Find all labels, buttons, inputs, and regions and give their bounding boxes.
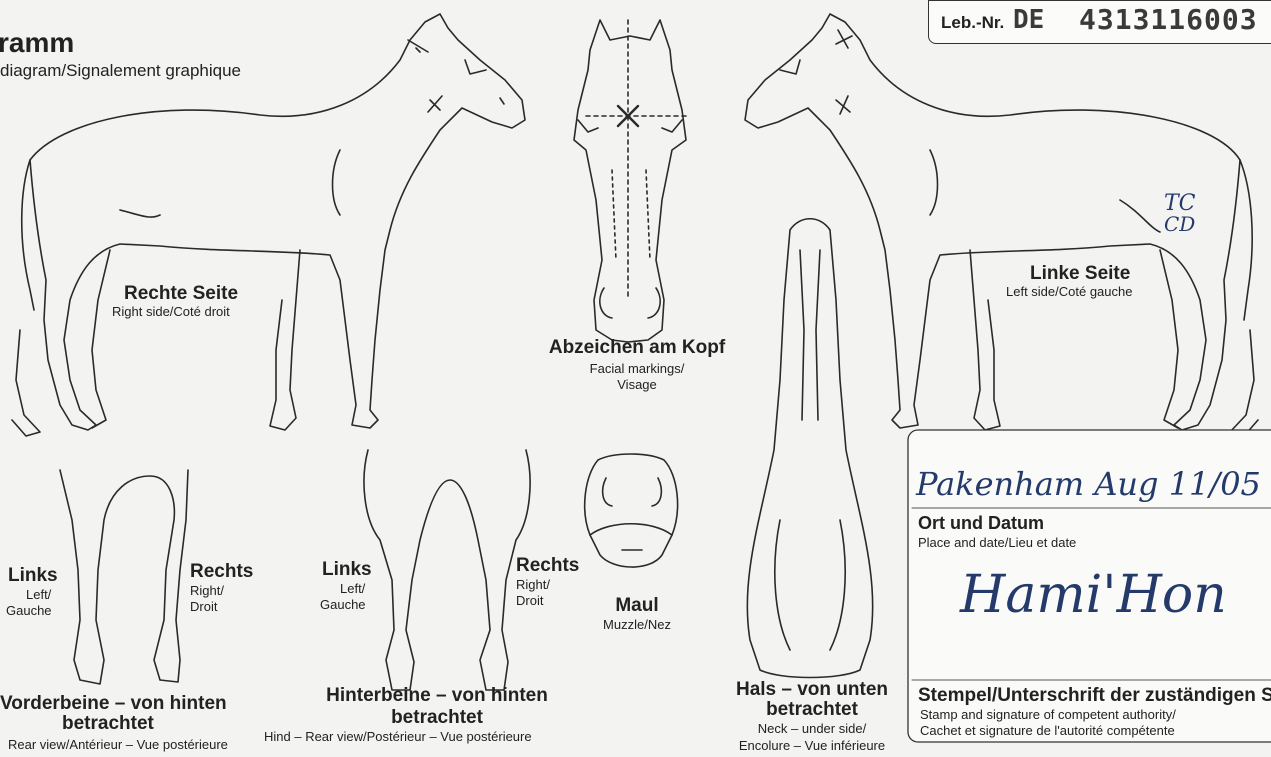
stamp-label: Stempel/Unterschrift der zuständigen S xyxy=(918,686,1271,706)
neck-subtitle-2: Encolure – Vue inférieure xyxy=(739,739,885,753)
left-side-initials-2: CD xyxy=(1164,214,1195,235)
front-legs-rear-outline xyxy=(60,470,188,684)
muzzle-outline xyxy=(585,454,678,567)
head-subtitle-2: Visage xyxy=(617,378,657,392)
front-legs-rechts-title: Rechts xyxy=(190,562,253,582)
stamp-sublabel-1: Stamp and signature of competent authori… xyxy=(920,708,1176,722)
signature: Hami'Hon xyxy=(960,568,1227,623)
muzzle-subtitle: Muzzle/Nez xyxy=(603,618,671,632)
front-legs-title-2: betrachtet xyxy=(62,714,154,734)
muzzle-title: Maul xyxy=(615,596,658,616)
hind-legs-title-2: betrachtet xyxy=(391,708,483,728)
hind-legs-rear-outline xyxy=(364,450,530,690)
left-side-title: Linke Seite xyxy=(1030,264,1130,284)
front-legs-links-sub2: Gauche xyxy=(6,604,52,618)
front-legs-links-title: Links xyxy=(8,566,58,586)
leb-nr-number: 4313116003 xyxy=(1079,5,1258,34)
leb-nr-country: DE xyxy=(1013,7,1044,34)
head-subtitle-1: Facial markings/ xyxy=(590,362,685,376)
neck-underside-outline xyxy=(747,219,872,678)
leb-nr-box: Leb.-Nr. DE 4313116003 xyxy=(928,0,1271,44)
head-title: Abzeichen am Kopf xyxy=(549,338,725,358)
right-side-title: Rechte Seite xyxy=(124,284,238,304)
front-legs-links-sub1: Left/ xyxy=(26,588,51,602)
stamp-sublabel-2: Cachet et signature de l'autorité compét… xyxy=(920,724,1175,738)
neck-title-1: Hals – von unten xyxy=(736,680,888,700)
head-front-outline xyxy=(574,20,690,342)
place-date-label: Ort und Datum xyxy=(918,514,1044,533)
front-legs-rechts-sub1: Right/ xyxy=(190,584,224,598)
page-title: ramm xyxy=(0,28,74,57)
hind-legs-rechts-sub1: Right/ xyxy=(516,578,550,592)
hind-legs-links-sub2: Gauche xyxy=(320,598,366,612)
leb-nr-label: Leb.-Nr. xyxy=(941,14,1004,32)
right-side-subtitle: Right side/Coté droit xyxy=(112,305,230,319)
front-legs-subtitle: Rear view/Antérieur – Vue postérieure xyxy=(8,738,228,752)
neck-subtitle-1: Neck – under side/ xyxy=(758,722,866,736)
hind-legs-rechts-sub2: Droit xyxy=(516,594,543,608)
hind-legs-links-sub1: Left/ xyxy=(340,582,365,596)
hind-legs-rechts-title: Rechts xyxy=(516,556,579,576)
left-side-subtitle: Left side/Coté gauche xyxy=(1006,285,1132,299)
neck-title-2: betrachtet xyxy=(766,700,858,720)
hind-legs-links-title: Links xyxy=(322,560,372,580)
hind-legs-title-1: Hinterbeine – von hinten xyxy=(326,686,548,706)
place-date-handwritten: Pakenham Aug 11/05 xyxy=(916,468,1261,502)
front-legs-title-1: Vorderbeine – von hinten xyxy=(0,694,227,714)
hind-legs-subtitle: Hind – Rear view/Postérieur – Vue postér… xyxy=(264,730,532,744)
front-legs-rechts-sub2: Droit xyxy=(190,600,217,614)
place-date-sublabel: Place and date/Lieu et date xyxy=(918,536,1076,550)
page-subtitle: diagram/Signalement graphique xyxy=(0,62,241,80)
